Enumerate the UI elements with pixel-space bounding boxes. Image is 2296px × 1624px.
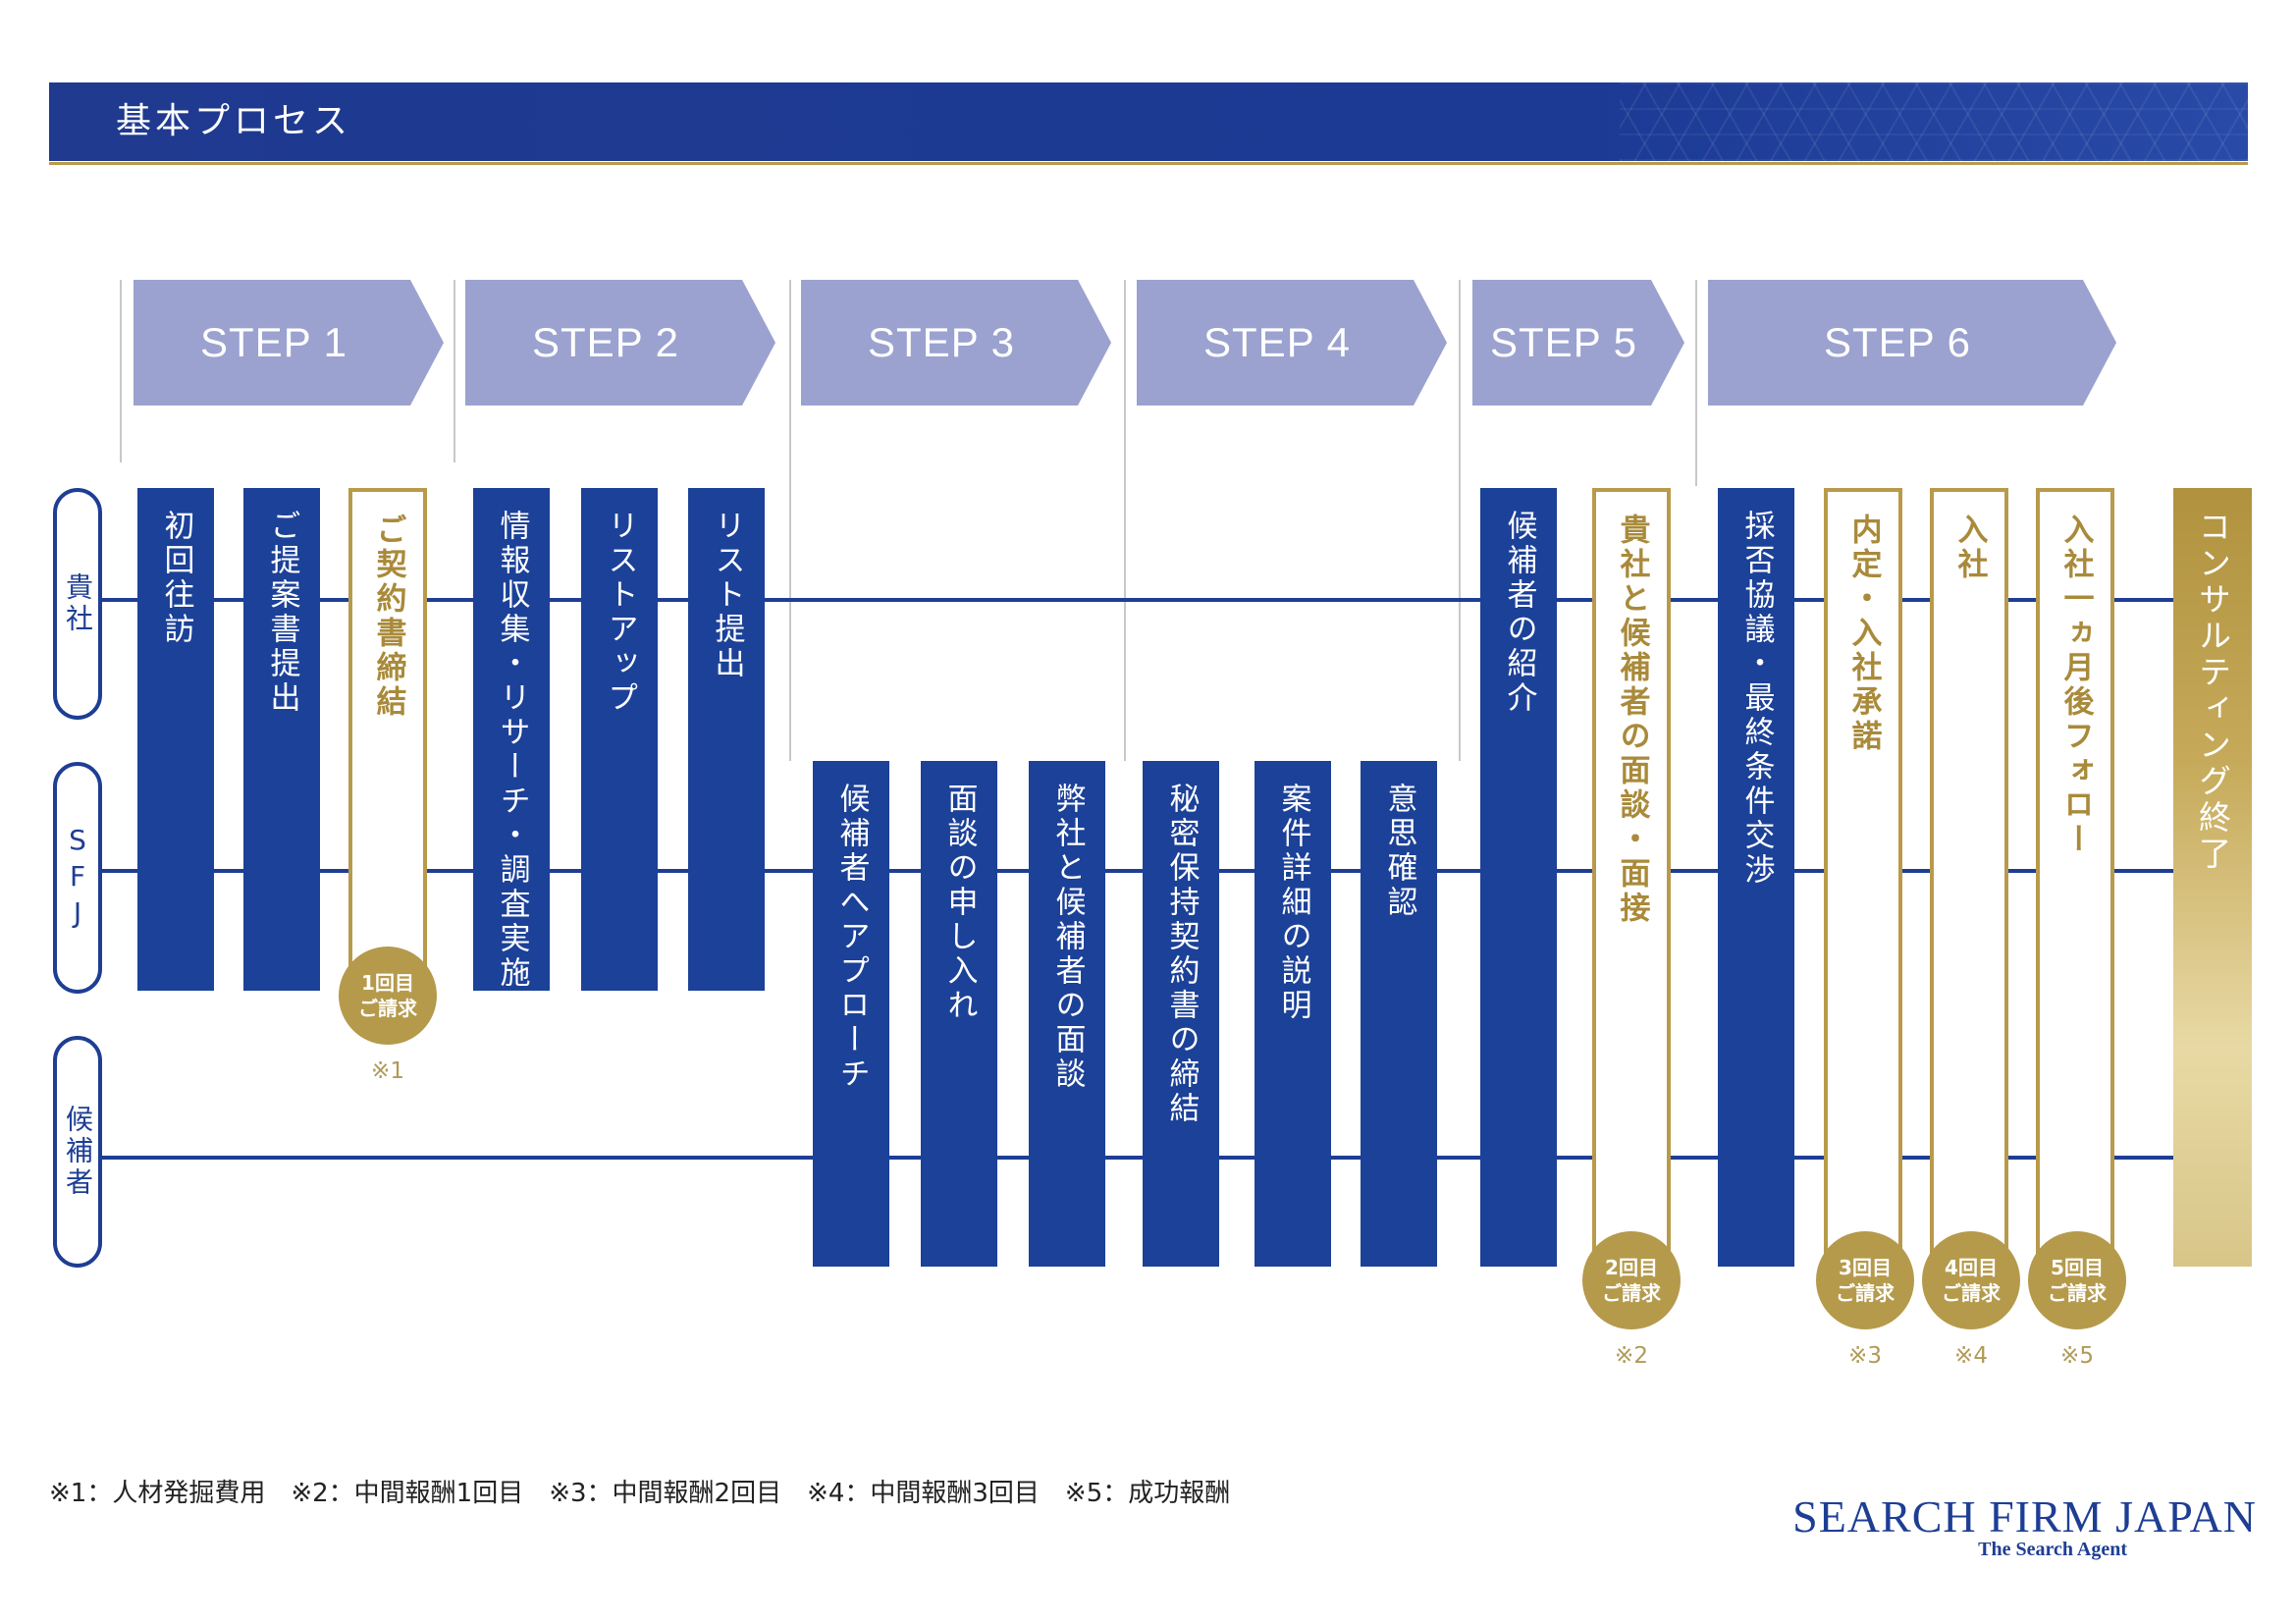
task-candidate-approach: 候補者へアプローチ bbox=[813, 761, 889, 1267]
billing-badge-5: 5回目ご請求 bbox=[2028, 1231, 2126, 1329]
task-contract-signing: ご契約書締結 bbox=[348, 488, 427, 989]
task-final-negotiation: 採否協議・最終条件交渉 bbox=[1718, 488, 1794, 1267]
lane-line-candidate bbox=[102, 1156, 2173, 1160]
note-mark-2: ※2 bbox=[1615, 1343, 1648, 1369]
task-list-submission: リスト提出 bbox=[688, 488, 765, 991]
step-3-arrow: STEP 3 bbox=[801, 280, 1111, 406]
step-4-arrow: STEP 4 bbox=[1137, 280, 1447, 406]
step-label: STEP 5 bbox=[1490, 319, 1637, 365]
step-separator bbox=[120, 280, 122, 462]
task-initial-visit: 初回往訪 bbox=[137, 488, 214, 991]
step-5-arrow: STEP 5 bbox=[1472, 280, 1684, 406]
task-list-up: リストアップ bbox=[581, 488, 658, 991]
lane-line-client bbox=[102, 598, 2173, 602]
lane-label-candidate: 候補者 bbox=[53, 1036, 102, 1268]
lane-line-sfj bbox=[102, 869, 2173, 873]
billing-badge-1: 1回目ご請求 bbox=[339, 947, 437, 1045]
note-mark-1: ※1 bbox=[371, 1058, 404, 1084]
task-nda-signing: 秘密保持契約書の締結 bbox=[1143, 761, 1219, 1267]
step-6-arrow: STEP 6 bbox=[1708, 280, 2116, 406]
step-separator bbox=[454, 280, 455, 462]
step-separator bbox=[1459, 280, 1461, 761]
task-consulting-end: コンサルティング終了 bbox=[2173, 488, 2252, 1267]
task-job-explanation: 案件詳細の説明 bbox=[1255, 761, 1331, 1267]
step-separator bbox=[1124, 280, 1126, 761]
lane-label-client: 貴社 bbox=[53, 488, 102, 720]
task-proposal-submission: ご提案書提出 bbox=[243, 488, 320, 991]
task-interview-request: 面談の申し入れ bbox=[921, 761, 997, 1267]
task-client-interview: 貴社と候補者の面談・面接 bbox=[1592, 488, 1671, 1265]
brand-tagline: The Search Agent bbox=[1978, 1539, 2127, 1560]
task-intent-confirmation: 意思確認 bbox=[1361, 761, 1437, 1267]
step-2-arrow: STEP 2 bbox=[465, 280, 775, 406]
step-label: STEP 3 bbox=[868, 319, 1015, 365]
task-joining: 入社 bbox=[1930, 488, 2008, 1265]
step-separator bbox=[1695, 280, 1697, 486]
fee-footnote: ※1：人材発掘費用 ※2：中間報酬1回目 ※3：中間報酬2回目 ※4：中間報酬3… bbox=[49, 1479, 1231, 1508]
task-one-month-follow: 入社一ヵ月後フォロー bbox=[2036, 488, 2114, 1265]
step-label: STEP 1 bbox=[200, 319, 347, 365]
brand-name: SEARCH FIRM JAPAN bbox=[1792, 1491, 2257, 1542]
brand-logo: SEARCH FIRM JAPAN The Search Agent bbox=[1792, 1490, 2257, 1561]
billing-badge-2: 2回目ご請求 bbox=[1582, 1231, 1681, 1329]
header-banner: 基本プロセス bbox=[49, 82, 2248, 165]
note-mark-3: ※3 bbox=[1848, 1343, 1882, 1369]
step-1-arrow: STEP 1 bbox=[133, 280, 444, 406]
task-offer-acceptance: 内定・入社承諾 bbox=[1824, 488, 1902, 1265]
step-label: STEP 4 bbox=[1203, 319, 1351, 365]
step-separator bbox=[789, 280, 791, 761]
task-research: 情報収集・リサーチ・調査実施 bbox=[473, 488, 550, 991]
step-label: STEP 6 bbox=[1824, 319, 1971, 365]
note-mark-5: ※5 bbox=[2060, 1343, 2094, 1369]
step-label: STEP 2 bbox=[532, 319, 679, 365]
task-sfj-interview: 弊社と候補者の面談 bbox=[1029, 761, 1105, 1267]
page-title: 基本プロセス bbox=[116, 101, 352, 141]
billing-badge-3: 3回目ご請求 bbox=[1816, 1231, 1914, 1329]
note-mark-4: ※4 bbox=[1954, 1343, 1988, 1369]
task-candidate-introduction: 候補者の紹介 bbox=[1480, 488, 1557, 1267]
billing-badge-4: 4回目ご請求 bbox=[1922, 1231, 2020, 1329]
lane-label-sfj: SFJ bbox=[53, 762, 102, 994]
banner-pattern bbox=[1620, 82, 2248, 161]
